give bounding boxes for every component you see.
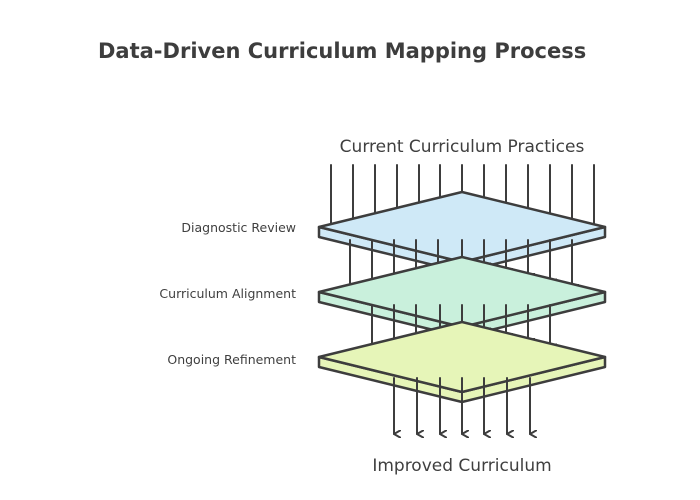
input-arrows: [330, 164, 594, 230]
layer-label-ongoing-refinement: Ongoing Refinement: [167, 352, 296, 367]
layer-label-curriculum-alignment: Curriculum Alignment: [159, 286, 296, 301]
layer-label-diagnostic-review: Diagnostic Review: [181, 220, 296, 235]
output-arrows: [393, 377, 530, 434]
output-label: Improved Curriculum: [372, 456, 551, 476]
input-label: Current Curriculum Practices: [340, 137, 585, 157]
diagram-title: Data-Driven Curriculum Mapping Process: [98, 39, 586, 63]
